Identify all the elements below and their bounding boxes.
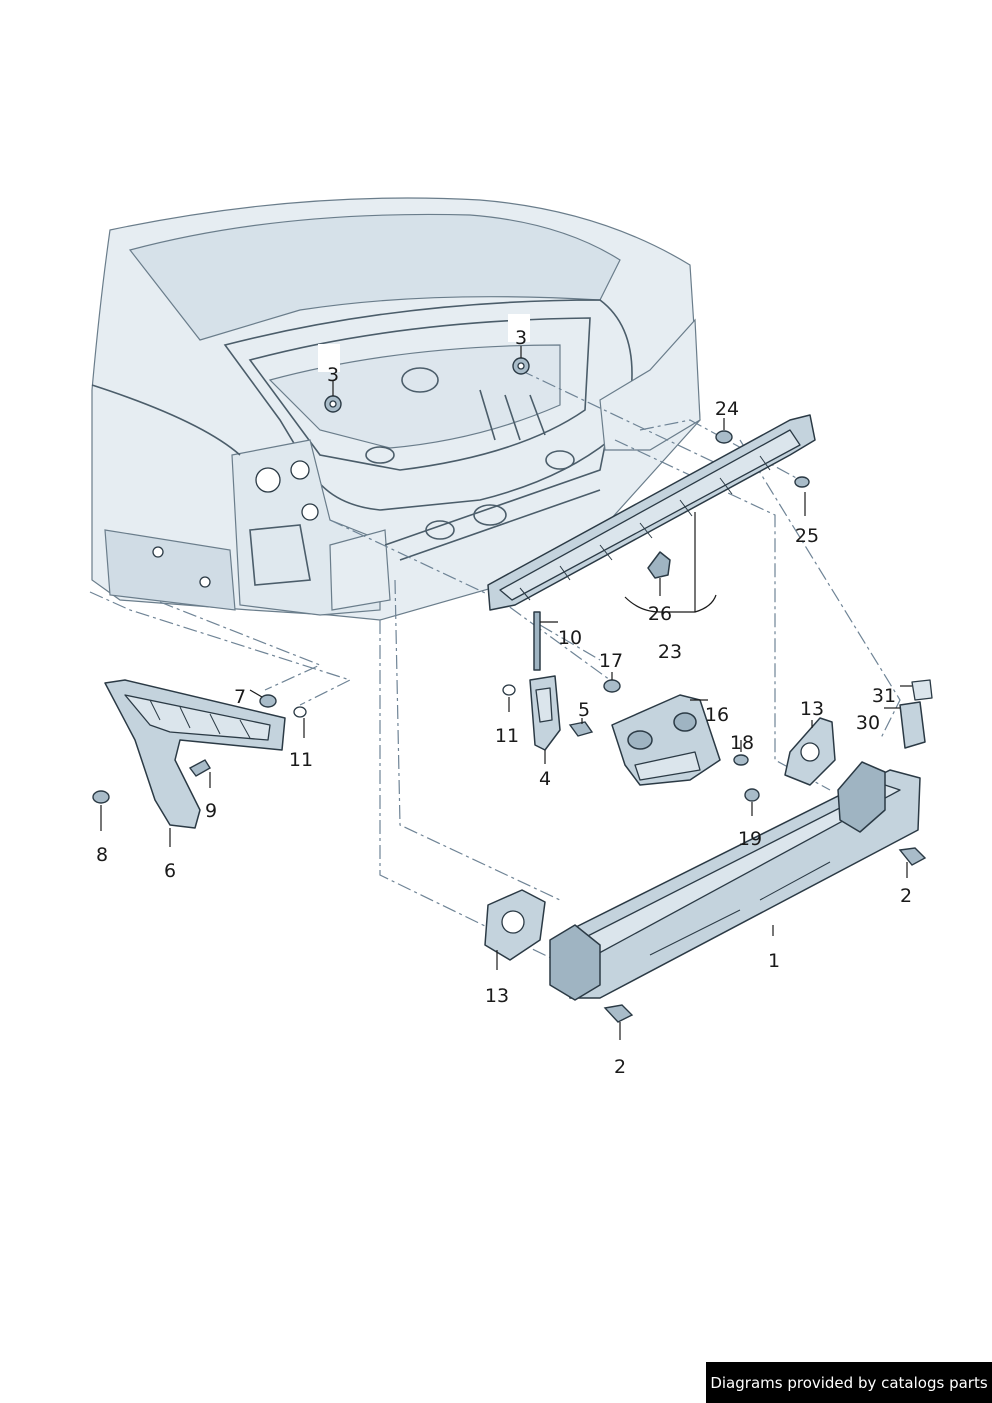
callout-3-left: 3 — [327, 364, 339, 386]
screw-5 — [568, 721, 594, 737]
clip-7 — [259, 694, 277, 708]
callout-13-left: 13 — [485, 985, 509, 1007]
bracket-4 — [529, 675, 561, 751]
callout-9: 9 — [205, 800, 217, 822]
callout-1: 1 — [768, 950, 780, 972]
credit-banner: Diagrams provided by catalogs parts — [706, 1362, 992, 1403]
callout-4: 4 — [539, 768, 551, 790]
callout-2-right: 2 — [900, 885, 912, 907]
callout-31: 31 — [872, 685, 896, 707]
clip-17 — [603, 679, 621, 693]
callout-25: 25 — [795, 525, 819, 547]
nut-3-right — [512, 357, 530, 375]
clip-30 — [899, 701, 926, 749]
callout-2-lower: 2 — [614, 1056, 626, 1078]
callout-5: 5 — [578, 699, 590, 721]
leader-lines — [100, 346, 912, 1040]
nut-18 — [733, 754, 749, 766]
bolt-2-right — [898, 847, 927, 866]
vehicle-rear-body — [91, 197, 701, 621]
crossmember-1 — [549, 761, 921, 1001]
callout-11-center: 11 — [495, 725, 519, 747]
callout-7: 7 — [234, 686, 246, 708]
clip-26 — [647, 551, 671, 579]
callout-10: 10 — [558, 627, 582, 649]
side-bracket-6 — [104, 679, 286, 829]
callout-23: 23 — [658, 641, 682, 663]
bolt-10 — [533, 611, 541, 671]
callout-11-left: 11 — [289, 749, 313, 771]
screw-8 — [92, 790, 110, 804]
callout-18: 18 — [730, 732, 754, 754]
callout-16: 16 — [705, 704, 729, 726]
clip-31 — [911, 679, 933, 701]
screw-9 — [188, 759, 211, 777]
callout-labels: 3 3 24 25 26 23 10 17 16 5 11 4 7 11 9 8… — [96, 327, 912, 1078]
callout-13-right: 13 — [800, 698, 824, 720]
plate-13-left — [484, 889, 546, 961]
fastener-25 — [794, 476, 810, 488]
upper-bracket-23 — [487, 414, 816, 611]
fastener-24 — [715, 430, 733, 444]
washer-11-left — [293, 706, 307, 718]
callout-17: 17 — [599, 650, 623, 672]
nut-19 — [744, 788, 760, 802]
credit-text: Diagrams provided by catalogs parts — [710, 1373, 988, 1392]
callout-8: 8 — [96, 844, 108, 866]
nut-3-left — [324, 395, 342, 413]
holder-16 — [611, 694, 721, 786]
washer-11-center — [502, 684, 516, 696]
callout-24: 24 — [715, 398, 739, 420]
callout-26: 26 — [648, 603, 672, 625]
callout-3-right: 3 — [515, 327, 527, 349]
callout-19: 19 — [738, 828, 762, 850]
callout-6: 6 — [164, 860, 176, 882]
bolt-2-lower — [603, 1004, 634, 1023]
callout-30: 30 — [856, 712, 880, 734]
plate-13-right — [784, 717, 836, 786]
